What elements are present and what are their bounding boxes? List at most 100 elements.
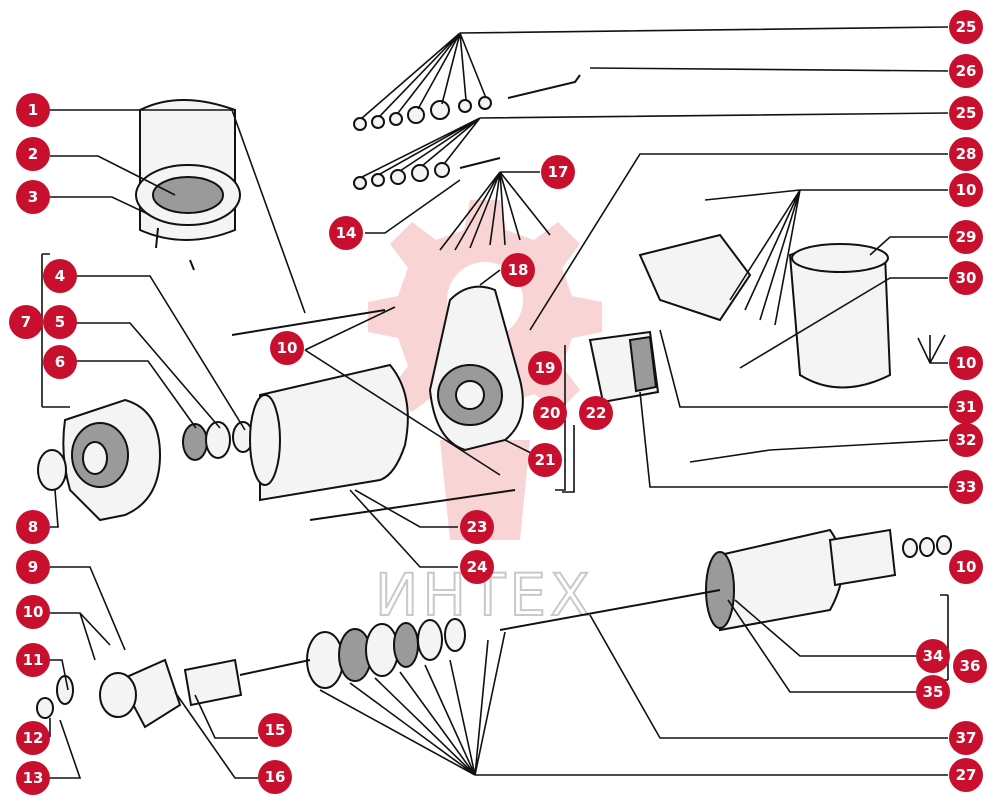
badge-label-19: 19 [535, 359, 556, 377]
badge-6: 6 [43, 345, 77, 379]
badge-label-7: 7 [21, 313, 31, 331]
washer-row-25b [353, 157, 501, 190]
badge-label-15: 15 [265, 721, 286, 739]
front-bracket [62, 398, 162, 522]
badge-label-32: 32 [956, 431, 977, 449]
badge-label-2: 2 [28, 145, 38, 163]
badge-37: 37 [949, 721, 983, 755]
badge-label-36: 36 [960, 657, 981, 675]
badge-34: 34 [916, 639, 950, 673]
drive-end-plate [36, 658, 182, 729]
badge-label-11: 11 [23, 651, 44, 669]
washers-10-right [902, 535, 952, 558]
badge-label-14: 14 [336, 224, 357, 242]
washer-part-8 [37, 449, 67, 491]
badge-label-10e: 10 [277, 339, 298, 357]
through-bolt-lower [309, 489, 516, 521]
badge-27: 27 [949, 758, 983, 792]
badge-20: 20 [533, 396, 567, 430]
badge-label-5: 5 [55, 313, 65, 331]
badge-9: 9 [16, 550, 50, 584]
badge-label-25b: 25 [956, 104, 977, 122]
badge-label-13: 13 [23, 769, 44, 787]
badge-14: 14 [329, 216, 363, 250]
badge-label-29: 29 [956, 228, 977, 246]
terminal-bolt-26 [507, 74, 581, 99]
badge-label-21: 21 [535, 451, 556, 469]
badge-10a: 10 [16, 595, 50, 629]
armature-shaft [499, 589, 721, 631]
badge-29: 29 [949, 220, 983, 254]
badge-4: 4 [43, 259, 77, 293]
pinion-sleeve [183, 658, 311, 707]
badge-11: 11 [16, 643, 50, 677]
badge-30: 30 [949, 261, 983, 295]
badge-1: 1 [16, 93, 50, 127]
badge-label-18: 18 [508, 261, 529, 279]
badge-10b: 10 [949, 173, 983, 207]
solenoid-block [588, 330, 660, 404]
badge-label-22: 22 [586, 404, 607, 422]
badge-label-6: 6 [55, 353, 65, 371]
badge-label-35: 35 [923, 683, 944, 701]
badge-label-25a: 25 [956, 18, 977, 36]
badge-7: 7 [9, 305, 43, 339]
badge-35: 35 [916, 675, 950, 709]
badge-21: 21 [528, 443, 562, 477]
brush-holder-plate [428, 285, 524, 452]
washer-row-25a [353, 96, 492, 131]
badge-33: 33 [949, 470, 983, 504]
badge-22: 22 [579, 396, 613, 430]
badge-26: 26 [949, 54, 983, 88]
badge-31: 31 [949, 390, 983, 424]
badge-label-8: 8 [28, 518, 38, 536]
badge-label-31: 31 [956, 398, 977, 416]
badge-label-4: 4 [55, 267, 65, 285]
badge-label-10d: 10 [956, 558, 977, 576]
badge-label-10a: 10 [23, 603, 44, 621]
badge-label-30: 30 [956, 269, 977, 287]
badge-13: 13 [16, 761, 50, 795]
badge-25b: 25 [949, 96, 983, 130]
badge-label-10c: 10 [956, 354, 977, 372]
badge-label-34: 34 [923, 647, 944, 665]
badge-label-28: 28 [956, 145, 977, 163]
badge-3: 3 [16, 180, 50, 214]
motor-yoke [249, 363, 409, 502]
badge-label-1: 1 [28, 101, 38, 119]
bearing-set [182, 421, 254, 461]
badge-label-12: 12 [23, 729, 44, 747]
drive-assembly [306, 618, 466, 689]
badge-label-16: 16 [265, 768, 286, 786]
badge-15: 15 [258, 713, 292, 747]
badge-32: 32 [949, 423, 983, 457]
badge-18: 18 [501, 253, 535, 287]
badge-19: 19 [528, 351, 562, 385]
badge-8: 8 [16, 510, 50, 544]
badge-17: 17 [541, 155, 575, 189]
badge-12: 12 [16, 721, 50, 755]
armature [705, 528, 897, 632]
badge-label-37: 37 [956, 729, 977, 747]
regulator-assembly [638, 233, 892, 389]
stator-housing [135, 99, 241, 271]
badge-28: 28 [949, 137, 983, 171]
badge-label-3: 3 [28, 188, 38, 206]
badge-25a: 25 [949, 10, 983, 44]
through-bolt-upper [231, 309, 386, 336]
badge-label-24: 24 [467, 558, 488, 576]
badge-36: 36 [953, 649, 987, 683]
badge-label-20: 20 [540, 404, 561, 422]
badge-5: 5 [43, 305, 77, 339]
badge-10e: 10 [270, 331, 304, 365]
badge-10d: 10 [949, 550, 983, 584]
badge-label-9: 9 [28, 558, 38, 576]
badge-2: 2 [16, 137, 50, 171]
badge-label-26: 26 [956, 62, 977, 80]
badge-10c: 10 [949, 346, 983, 380]
badge-23: 23 [460, 510, 494, 544]
badge-24: 24 [460, 550, 494, 584]
badge-label-23: 23 [467, 518, 488, 536]
